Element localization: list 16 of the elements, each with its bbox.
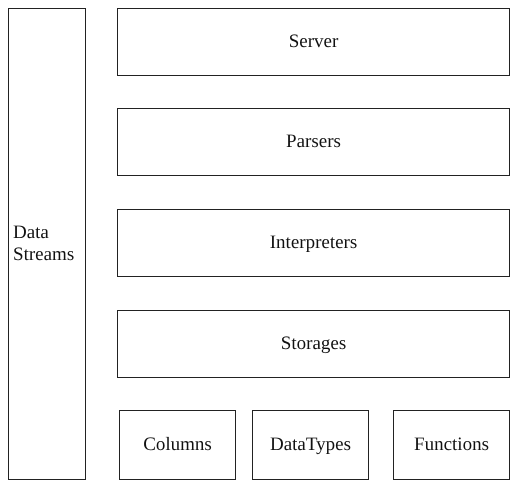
process-box bbox=[117, 108, 510, 176]
box-label: Storages bbox=[280, 333, 346, 355]
process-box bbox=[117, 310, 510, 378]
box-label: Interpreters bbox=[270, 232, 358, 254]
box-label: Data Streams bbox=[13, 222, 76, 266]
process-box bbox=[8, 8, 86, 480]
box-label: Server bbox=[288, 31, 338, 53]
process-box bbox=[119, 410, 236, 480]
box-label: Parsers bbox=[286, 131, 341, 153]
process-box bbox=[393, 410, 510, 480]
box-label: DataTypes bbox=[270, 434, 351, 456]
process-box bbox=[117, 8, 510, 76]
box-label: Functions bbox=[414, 434, 489, 456]
box-label: Columns bbox=[143, 434, 212, 456]
process-box bbox=[117, 209, 510, 277]
process-box bbox=[252, 410, 369, 480]
